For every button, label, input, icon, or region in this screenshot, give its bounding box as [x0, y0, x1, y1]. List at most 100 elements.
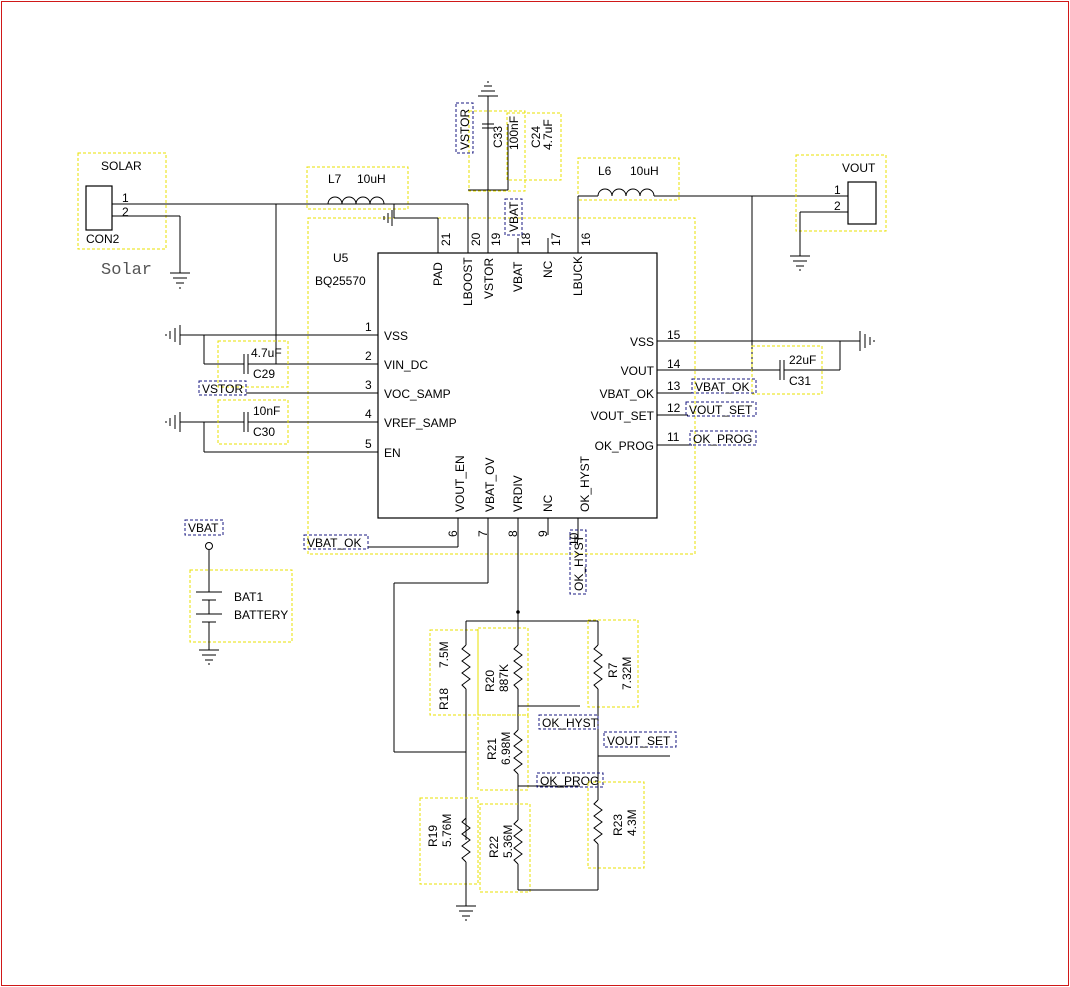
capacitor-c24[interactable]: C24 4.7uF	[506, 112, 562, 190]
resistor-r22[interactable]: R22 5.36M	[479, 803, 531, 893]
pin-name-voc-samp: VOC_SAMP	[384, 387, 451, 401]
net-label-vstor-top[interactable]: VSTOR	[455, 102, 474, 154]
c30-outline	[217, 399, 289, 445]
vout-pin1-num: 1	[834, 183, 841, 197]
c24-outline	[506, 112, 562, 181]
net-label-vstor-left[interactable]: VSTOR	[198, 380, 247, 396]
net-label-vout-set-div[interactable]: VOUT_SET	[603, 731, 677, 748]
resistor-zigzag-icon	[461, 644, 471, 690]
pin-num-13: 13	[667, 379, 681, 393]
ground-icon	[165, 325, 181, 345]
net-label-ok-hyst-bottom[interactable]: OK_HYST	[569, 529, 587, 595]
vout-connector[interactable]: VOUT 1 2	[795, 154, 887, 256]
vstor-top-box	[455, 102, 474, 154]
net-label-ok-hyst-div[interactable]: OK_HYST	[538, 714, 599, 730]
net-label-vout-set-right[interactable]: VOUT_SET	[685, 401, 757, 417]
solar-title: SOLAR	[101, 159, 142, 173]
vout-pin2-num: 2	[834, 199, 841, 213]
pin-name-lboost: LBOOST	[461, 257, 475, 306]
pin-num-19: 19	[489, 232, 503, 246]
capacitor-c31[interactable]: 22uF C31	[751, 341, 841, 395]
c33-outline	[468, 110, 526, 192]
ok-prog-right-box	[689, 430, 757, 446]
ground-icon	[170, 272, 190, 289]
r23-ref: R23	[611, 814, 625, 836]
resistor-r18[interactable]: R18 7.5M	[429, 621, 479, 840]
l6-ref: L6	[598, 164, 612, 178]
pin-num-18: 18	[519, 232, 533, 246]
resistor-r21[interactable]: R21 6.98M	[477, 714, 529, 820]
ok-hyst-bottom-text: OK_HYST	[572, 534, 586, 591]
r21-value: 6.98M	[499, 732, 513, 765]
r22-value: 5.36M	[501, 825, 515, 858]
vbat-ok-bottom-text: VBAT_OK	[307, 536, 361, 550]
vbat-batt-text: VBAT	[188, 521, 219, 535]
net-label-ok-prog-right[interactable]: OK_PROG	[689, 430, 757, 446]
net-label-vbat-ok-right[interactable]: VBAT_OK	[691, 378, 757, 394]
ic-part-number: BQ25570	[315, 274, 366, 288]
pin-num-16: 16	[579, 232, 593, 246]
c29-ref: C29	[253, 367, 275, 381]
net-label-vbat-ok-bottom[interactable]: VBAT_OK	[303, 534, 369, 550]
resistor-r7[interactable]: R7 7.32M	[587, 619, 639, 800]
pin-name-vbat: VBAT	[511, 261, 525, 292]
r22-outline	[479, 803, 531, 893]
vbat-top-box	[504, 198, 523, 236]
vout-set-right-box	[685, 401, 757, 417]
capacitor-c29[interactable]: 4.7uF C29	[204, 340, 289, 388]
capacitor-c33[interactable]: C33 100nF	[468, 110, 526, 192]
solar-pin2-num: 2	[122, 205, 129, 219]
r7-outline	[587, 619, 639, 708]
l6-outline	[577, 157, 680, 201]
ic-ref: U5	[333, 251, 349, 265]
l7-value: 10uH	[357, 172, 386, 186]
net-label-ok-prog-div[interactable]: OK_PROG	[536, 772, 604, 788]
ground-icon	[859, 331, 875, 351]
pin-name-pad: PAD	[431, 262, 445, 286]
pin-name-ok-hyst: OK_HYST	[578, 455, 592, 512]
pin-name-vout-en: VOUT_EN	[453, 455, 467, 512]
bat1-type: BATTERY	[234, 608, 288, 622]
ground-icon	[199, 649, 219, 665]
pin-num-20: 20	[469, 232, 483, 246]
ok-hyst-bottom-box	[569, 529, 587, 595]
ok-prog-right-text: OK_PROG	[693, 432, 752, 446]
inductor-l7[interactable]: L7 10uH	[306, 166, 468, 219]
pin-name-ok-prog: OK_PROG	[595, 439, 654, 453]
resistor-zigzag-icon	[513, 729, 523, 775]
vbat-ok-right-box	[691, 378, 757, 394]
pin-num-1: 1	[365, 320, 372, 334]
pin-num-4: 4	[365, 407, 372, 421]
vbat-top-text: VBAT	[507, 201, 521, 232]
pin-num-21: 21	[439, 232, 453, 246]
inductor-coil-icon	[327, 196, 385, 205]
ic-u5[interactable]: U5 BQ25570 21 20 19 18 17 16 PAD LBOOST …	[180, 190, 860, 612]
solar-connector[interactable]: SOLAR 1 2 CON2 Solar	[77, 152, 390, 280]
ic-u5-outline	[307, 217, 696, 555]
pin-num-8: 8	[506, 530, 520, 537]
pin-name-vin-dc: VIN_DC	[384, 358, 428, 372]
resistor-r19[interactable]: R19 5.76M	[419, 797, 479, 906]
pin-num-3: 3	[365, 378, 372, 392]
solar-connector-body	[85, 185, 113, 231]
c24-ref: C24	[529, 126, 543, 148]
resistor-r20[interactable]: R20 887K	[477, 621, 529, 718]
net-label-vbat-top[interactable]: VBAT	[504, 198, 523, 236]
r18-value: 7.5M	[437, 641, 451, 668]
terminal-icon	[205, 542, 213, 550]
resistor-zigzag-icon	[593, 799, 603, 845]
vout-set-div-box	[603, 731, 677, 748]
vbat-ok-right-text: VBAT_OK	[695, 380, 749, 394]
inductor-l6[interactable]: L6 10uH	[577, 157, 848, 253]
capacitor-c30[interactable]: 10nF C30	[217, 399, 289, 445]
pin-name-vout: VOUT	[621, 364, 655, 378]
vout-title: VOUT	[842, 161, 876, 175]
pin-num-9: 9	[536, 530, 550, 537]
pin-num-6: 6	[446, 530, 460, 537]
l7-outline	[306, 166, 409, 210]
resistor-r23[interactable]: R23 4.3M	[587, 781, 645, 890]
pin-name-vbat-ov: VBAT_OV	[483, 458, 497, 512]
pin-num-7: 7	[476, 530, 490, 537]
battery-bat1[interactable]: VBAT BAT1 BATTERY	[184, 519, 293, 650]
pin-name-vbat-ok: VBAT_OK	[600, 387, 654, 401]
